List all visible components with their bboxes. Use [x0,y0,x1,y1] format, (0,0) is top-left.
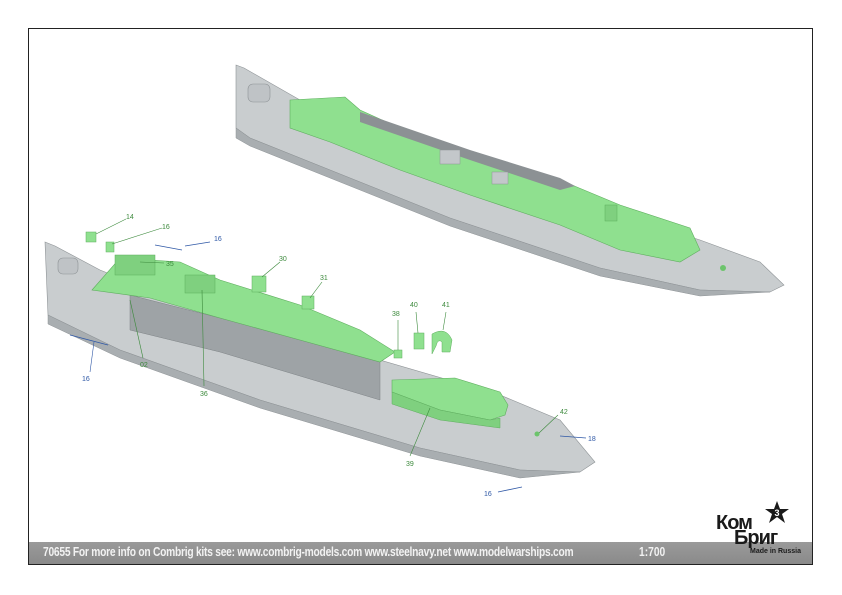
leader-16c [89,341,95,373]
part-30-shape [251,275,267,293]
upper-mast-green [604,204,618,222]
lower-turret [57,257,79,275]
label-42: 42 [560,409,568,416]
combrig-logo: 3 Ком Бриг Made in Russia [716,500,812,556]
label-39: 39 [406,461,414,468]
part-40-shape [413,332,425,350]
railing-16-lower [69,334,109,346]
upper-turret [247,83,271,103]
railing-18-a [559,435,587,439]
label-35: 35 [166,261,174,268]
leader-16a [111,227,163,245]
upper-bow-fitting [720,265,726,271]
railing-16-upper-b [184,241,211,247]
logo-line-2: Бриг [734,527,778,549]
label-16-blue-bottom: 16 [484,491,492,498]
lower-fore-structure-side [391,391,501,429]
part-31-shape [301,295,315,310]
label-16-blue-top: 16 [214,236,222,243]
part-number-labels: 14 16 16 30 31 35 02 36 38 40 41 39 42 1… [82,214,596,498]
label-30: 30 [279,256,287,263]
part-14-shape [85,231,97,243]
railing-18-b [497,486,523,493]
lower-aft-green [114,254,156,276]
leader-42 [538,414,559,434]
footer-info-text: 70655 For more info on Combrig kits see:… [43,545,574,559]
upper-superstructure-box [439,149,461,165]
star-icon: 3 [765,501,789,523]
label-14: 14 [126,214,134,221]
upper-gray-funnel-strip [360,112,575,190]
part-38-shape [393,349,403,359]
leader-14 [95,218,127,235]
upper-hull-assembled [235,64,785,297]
footer-scale: 1:700 [639,545,666,559]
footer-bar: 70655 For more info on Combrig kits see:… [29,542,812,564]
label-38: 38 [392,311,400,318]
label-16-blue-left: 16 [82,376,90,383]
label-41: 41 [442,302,450,309]
lower-deck-green-main [91,257,396,363]
leader-31 [309,281,323,299]
part-16-shape [105,241,115,253]
label-16-green: 16 [162,224,170,231]
part-41-shape [431,330,453,355]
lower-hull-band [47,314,581,479]
leader-41 [442,311,447,331]
leader-lines [89,218,559,457]
label-31: 31 [320,275,328,282]
leader-40 [415,311,419,334]
railing-16-upper [154,244,183,251]
logo-line-1: Ком [716,512,753,534]
label-18-right: 18 [588,436,596,443]
logo-tagline: Made in Russia [750,548,801,555]
leader-35 [139,261,165,264]
lower-bridge-green [184,274,216,294]
lower-bow-fitting [534,431,540,437]
label-02: 02 [140,362,148,369]
upper-superstructure-box-2 [491,171,509,185]
leader-30 [261,261,281,278]
loose-parts [69,231,587,493]
label-36: 36 [200,391,208,398]
label-40: 40 [410,302,418,309]
leader-36 [201,289,205,387]
upper-hull-lower-band [235,127,771,297]
leader-02 [129,299,144,359]
leader-39 [409,407,431,457]
star-number: 3 [774,508,779,518]
lower-hull-exploded [44,241,596,479]
